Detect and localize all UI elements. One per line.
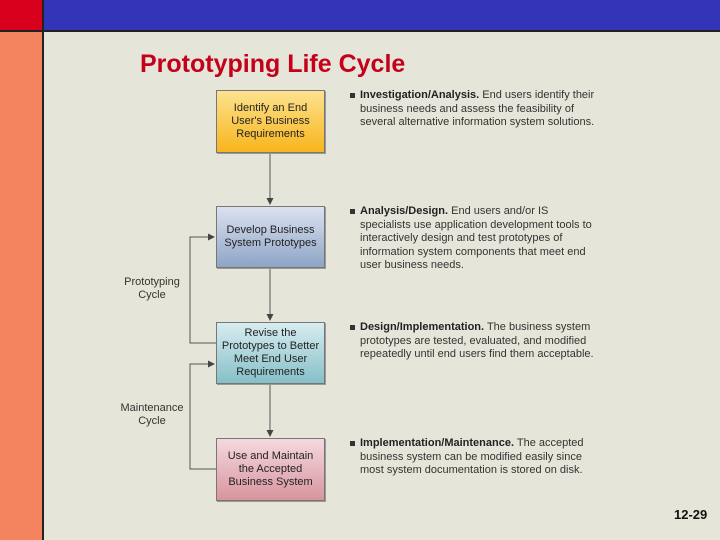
description-analysis-design: Analysis/Design. End users and/or IS spe…	[350, 205, 600, 273]
description-text: End users and/or IS specialists use appl…	[360, 205, 592, 271]
left-accent-bar	[0, 0, 44, 540]
step-develop-prototypes: Develop Business System Prototypes	[216, 206, 325, 268]
corner-accent	[0, 0, 44, 32]
step-identify-requirements: Identify an End User's Business Requirem…	[216, 90, 325, 153]
description-heading: Analysis/Design.	[360, 205, 449, 217]
description-heading: Investigation/Analysis.	[360, 89, 480, 101]
prototyping-cycle-label: Prototyping Cycle	[124, 276, 180, 301]
bullet-icon	[350, 325, 355, 330]
step-revise-prototypes: Revise the Prototypes to Better Meet End…	[216, 322, 325, 384]
bullet-icon	[350, 209, 355, 214]
description-implementation-maintenance: Implementation/Maintenance. The accepted…	[350, 437, 600, 478]
top-accent-bar	[44, 0, 720, 32]
description-heading: Design/Implementation.	[360, 321, 485, 333]
bullet-icon	[350, 441, 355, 446]
description-heading: Implementation/Maintenance.	[360, 437, 515, 449]
maintenance-cycle-loop	[189, 360, 216, 470]
description-design-implementation: Design/Implementation. The business syst…	[350, 321, 600, 362]
slide-title: Prototyping Life Cycle	[140, 50, 406, 78]
bullet-icon	[350, 93, 355, 98]
description-text: End users identify their business needs …	[360, 89, 595, 128]
description-investigation-analysis: Investigation/Analysis. End users identi…	[350, 89, 600, 130]
page-number: 12-29	[674, 507, 708, 522]
prototyping-cycle-loop	[189, 233, 216, 344]
description-text: The accepted business system can be modi…	[360, 437, 584, 476]
maintenance-cycle-label: Maintenance Cycle	[120, 402, 184, 427]
description-text: The business system prototypes are teste…	[360, 321, 594, 360]
step-use-and-maintain: Use and Maintain the Accepted Business S…	[216, 438, 325, 501]
